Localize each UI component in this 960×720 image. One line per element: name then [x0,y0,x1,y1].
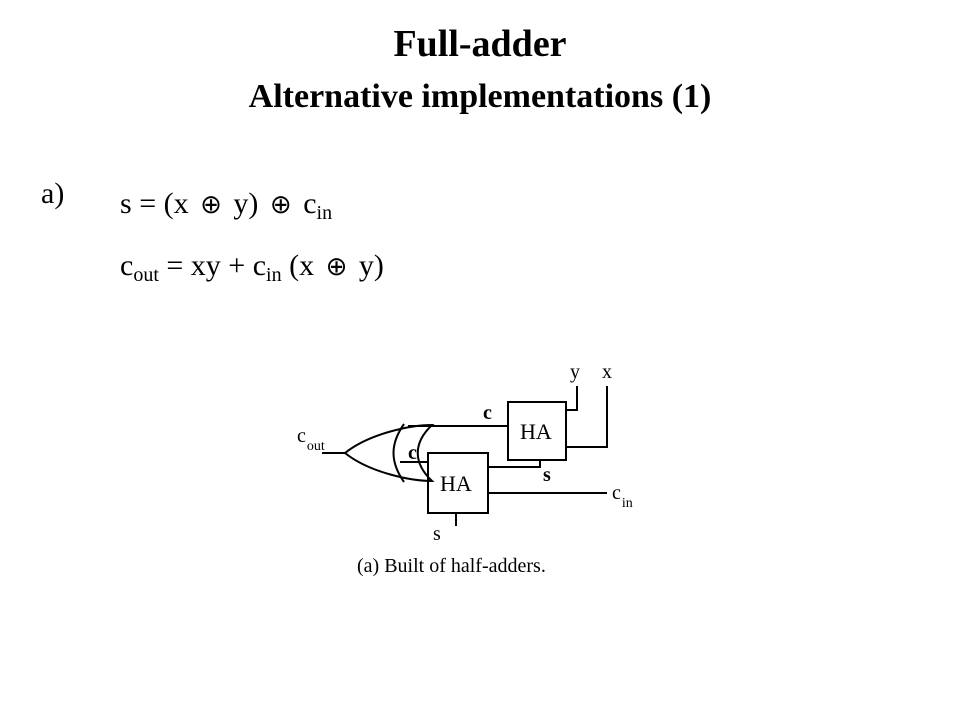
half-adder-upper [507,401,567,461]
diagram-caption: (a) Built of half-adders. [357,555,546,577]
lower-carry-label: c [408,442,417,464]
sum-equation-eq: = (x [131,187,197,220]
slide-subtitle: Alternative implementations (1) [248,78,712,115]
carry-equation-lhs: c [120,249,134,282]
carry-equation: cout = xy + cin (x ⊕ y) [120,248,384,285]
input-y-label: y [570,361,580,383]
carry-equation-eq: = xy + c [158,249,267,282]
carry-equation-tail: y) [351,249,384,282]
subscript: out [133,264,159,286]
xor-operator: ⊕ [200,190,222,220]
half-adder-upper-label: HA [520,419,552,444]
wire-x [566,386,608,448]
half-adder-lower [427,452,489,514]
part-label: a) [41,177,65,210]
xor-operator: ⊕ [269,190,292,220]
upper-sum-label: s [543,464,551,486]
sum-equation-tail: c [295,187,317,220]
carry-in-label: cin [612,482,633,511]
carry-out-sub: out [307,439,325,454]
carry-in-main: c [612,482,621,504]
upper-carry-label: c [483,402,492,424]
carry-equation-mid: (x [281,249,322,282]
subscript: in [316,202,333,224]
sum-output-label: s [433,523,441,545]
input-x-label: x [602,361,612,383]
slide-title: Full-adder [393,23,567,65]
half-adder-lower-label: HA [440,471,472,496]
wire-y [566,386,578,411]
sum-equation-lhs: s [120,187,132,220]
wire-upper-sum [488,460,541,468]
sum-equation-mid: y) [225,187,266,220]
carry-out-label: cout [297,425,325,454]
xor-operator: ⊕ [325,252,348,282]
subscript: in [266,264,282,286]
carry-in-sub: in [622,496,633,511]
carry-out-main: c [297,425,306,447]
or-gate-input-arc [392,423,405,483]
sum-equation: s = (x ⊕ y) ⊕ cin [120,186,332,223]
or-gate [343,423,435,483]
